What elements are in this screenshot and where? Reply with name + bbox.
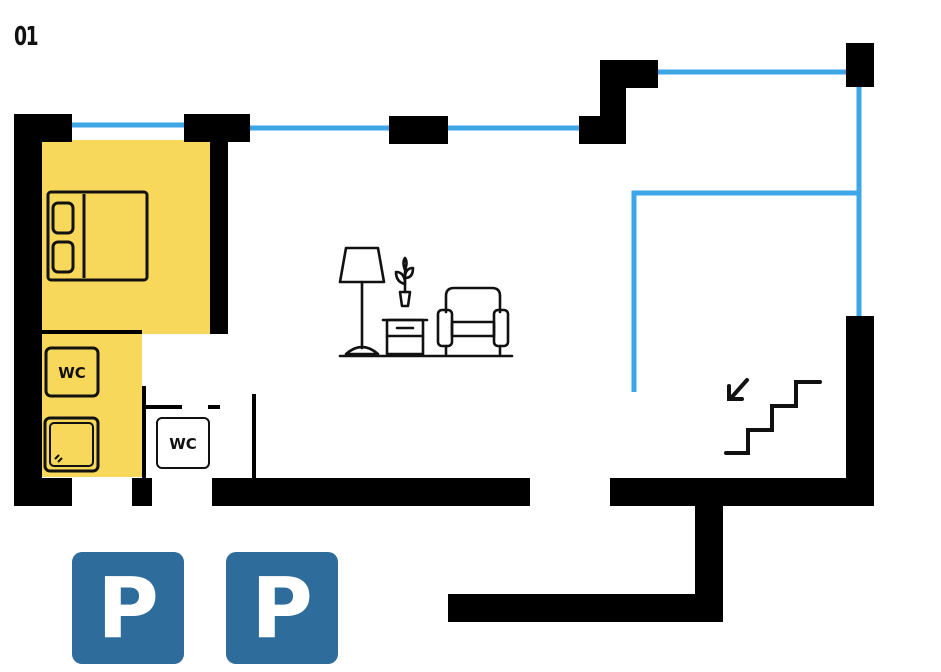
plant-icon: [394, 256, 415, 308]
stairs-icon: [724, 380, 822, 455]
shower-icon: [43, 416, 100, 473]
parking-icon: P: [72, 552, 184, 664]
armchair-icon: [436, 286, 510, 356]
walls: [14, 43, 874, 622]
wall-right: [846, 316, 874, 506]
parking-sign-label: P: [97, 559, 159, 657]
wc-icon: WC: [44, 346, 100, 398]
wall-left: [14, 114, 42, 506]
highlighted-rooms: [42, 140, 210, 477]
wall-bottom-left-b: [132, 478, 152, 506]
wall-bedroom-right: [210, 114, 228, 334]
living-room-furniture: [338, 246, 514, 358]
floor-lamp-icon: [338, 246, 386, 356]
wall-top-left-cap: [14, 114, 72, 142]
partition-thin-4: [208, 405, 220, 409]
wc-label-guest: WC: [169, 435, 197, 453]
wall-step-high: [600, 60, 658, 88]
partition-thin-3: [146, 405, 182, 409]
bedroom-highlight: [42, 140, 210, 334]
wall-bottom-right: [610, 478, 874, 506]
wall-bath-top: [42, 330, 142, 334]
wc-label-bath: WC: [58, 364, 86, 382]
parking-sign-label: P: [251, 559, 313, 657]
windows: [72, 69, 862, 392]
wall-bottom-left-a: [14, 478, 72, 506]
wc-icon: WC: [156, 417, 210, 469]
wall-stub-horizontal: [448, 594, 723, 622]
wall-bottom-middle: [212, 478, 530, 506]
wall-top-middle-pillar: [389, 116, 448, 144]
partition-thin-2: [252, 394, 256, 478]
floor-number-label: 01: [14, 22, 39, 52]
bed-icon: [46, 190, 149, 282]
wall-corner-top-right: [846, 43, 874, 87]
partition-glass: [631, 190, 859, 392]
partition-thin-1: [142, 386, 146, 478]
nightstand-icon: [381, 318, 429, 356]
stairs-direction-arrow-icon: [727, 378, 749, 401]
parking-icon: P: [226, 552, 338, 664]
